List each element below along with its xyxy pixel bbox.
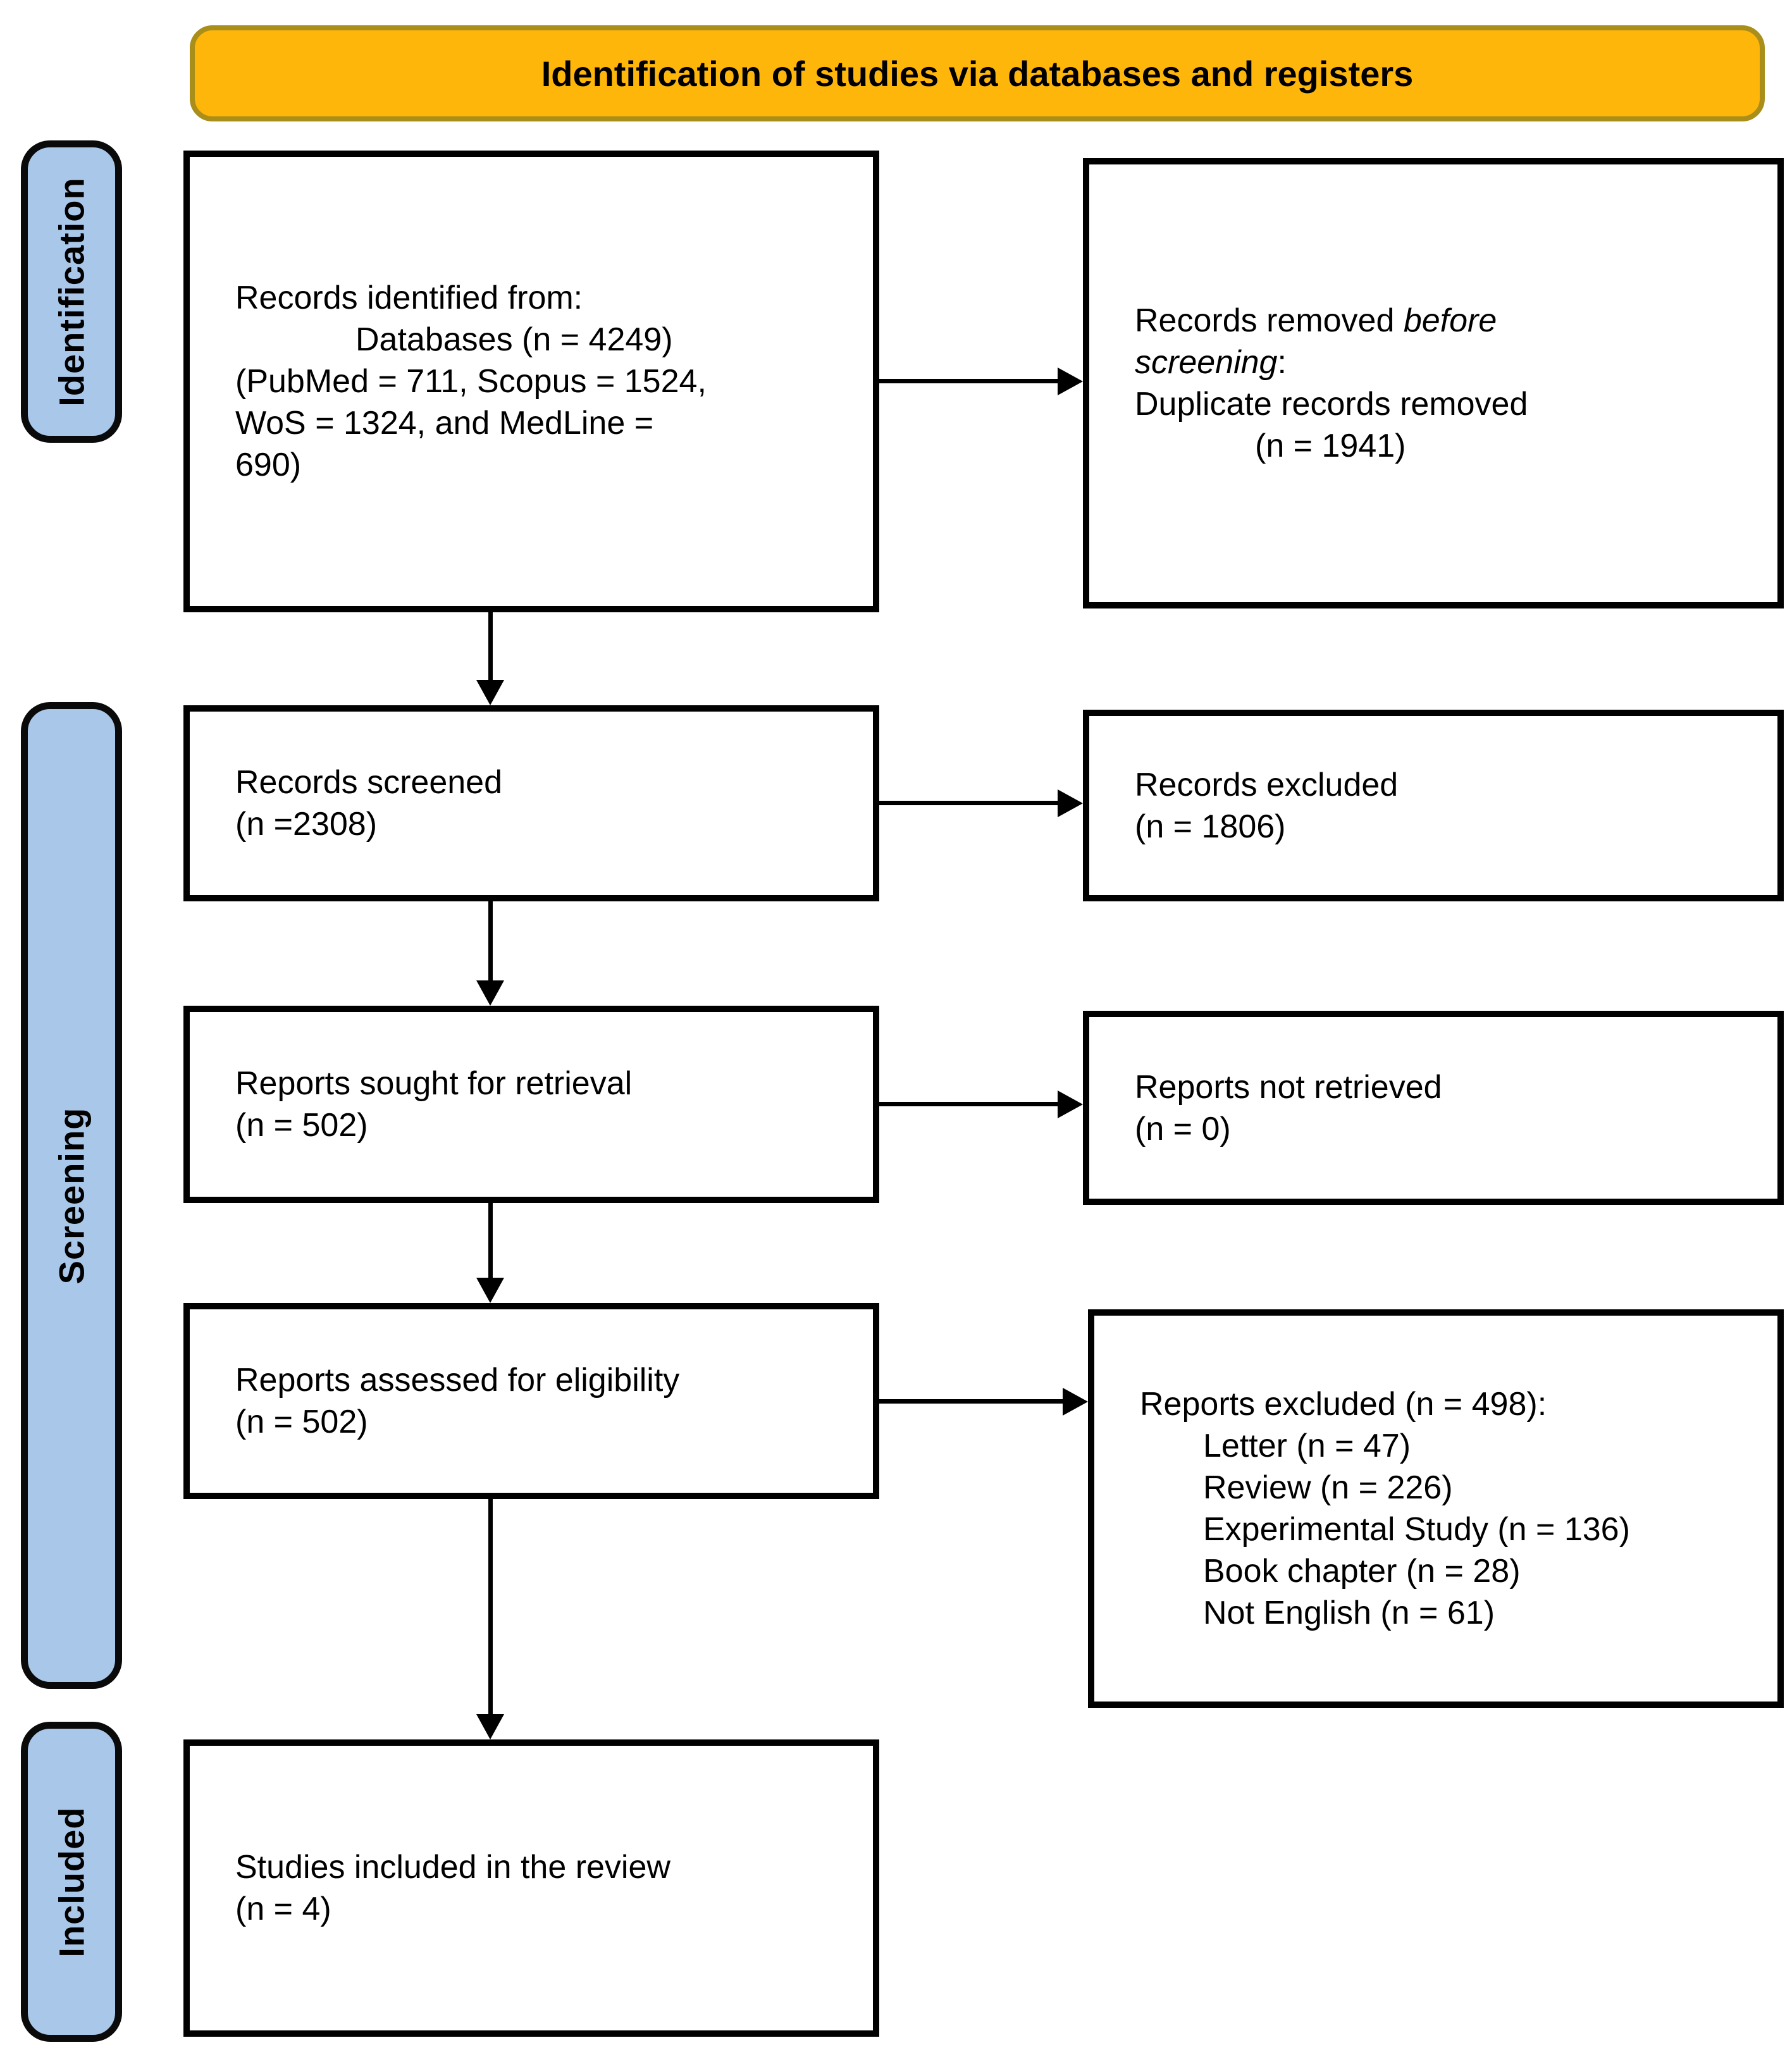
box-text-line: Experimental Study (n = 136) xyxy=(1203,1511,1630,1548)
arrow-sought-to-not-retrieved xyxy=(879,1102,1060,1106)
box-reports-assessed: Reports assessed for eligibility (n = 50… xyxy=(183,1303,879,1499)
box-text-line: (n = 0) xyxy=(1135,1110,1231,1147)
box-studies-included: Studies included in the review (n = 4) xyxy=(183,1739,879,2037)
box-text-italic: before xyxy=(1403,302,1497,339)
arrow-assessed-to-included xyxy=(488,1499,493,1715)
box-text-line: Reports excluded (n = 498): xyxy=(1140,1386,1547,1423)
arrowhead-down-icon xyxy=(476,980,504,1006)
box-text-line: (n = 4) xyxy=(235,1891,331,1927)
box-reports-sought: Reports sought for retrieval (n = 502) xyxy=(183,1006,879,1203)
arrow-identified-to-removed xyxy=(879,379,1060,383)
arrowhead-right-icon xyxy=(1058,1090,1083,1118)
box-text-line: Book chapter (n = 28) xyxy=(1203,1553,1521,1590)
box-text-line: (n = 502) xyxy=(235,1404,368,1440)
box-text-segment: : xyxy=(1277,344,1287,381)
box-records-removed: Records removed before screening: Duplic… xyxy=(1083,158,1784,608)
arrow-identified-to-screened xyxy=(488,612,493,682)
arrowhead-right-icon xyxy=(1058,789,1083,817)
box-text-line: 690) xyxy=(235,447,302,483)
box-text-line: (n = 1806) xyxy=(1135,808,1286,845)
box-text-line: Studies included in the review xyxy=(235,1849,670,1886)
stage-label-screening: Screening xyxy=(21,702,122,1689)
banner-title: Identification of studies via databases … xyxy=(190,25,1765,121)
stage-label-text: Included xyxy=(51,1806,92,1958)
box-text-line: (n =2308) xyxy=(235,806,378,843)
box-records-screened: Records screened (n =2308) xyxy=(183,705,879,901)
box-text-line: screening: xyxy=(1135,342,1755,383)
box-text-italic: screening xyxy=(1135,344,1278,381)
box-text-line: Records screened xyxy=(235,764,502,801)
arrowhead-down-icon xyxy=(476,1714,504,1739)
box-text-line: Reports not retrieved xyxy=(1135,1068,1442,1106)
box-text-line: Not English (n = 61) xyxy=(1203,1595,1495,1631)
box-reports-not-retrieved: Reports not retrieved (n = 0) xyxy=(1083,1011,1784,1205)
box-text-line: Review (n = 226) xyxy=(1203,1469,1453,1506)
box-text-segment: Records removed xyxy=(1135,302,1404,339)
box-text-line: Databases (n = 4249) xyxy=(355,321,673,358)
box-text-line: Letter (n = 47) xyxy=(1203,1428,1411,1464)
arrowhead-down-icon xyxy=(476,1278,504,1303)
arrowhead-right-icon xyxy=(1058,367,1083,395)
box-text-line: Duplicate records removed xyxy=(1135,386,1528,423)
box-text-line: Records removed before xyxy=(1135,300,1755,342)
arrow-screened-to-sought xyxy=(488,901,493,982)
box-reports-excluded: Reports excluded (n = 498): Letter (n = … xyxy=(1088,1309,1784,1708)
stage-label-identification: Identification xyxy=(21,140,122,443)
arrow-assessed-to-excluded xyxy=(879,1399,1065,1404)
stage-label-text: Screening xyxy=(51,1107,92,1284)
arrow-sought-to-assessed xyxy=(488,1203,493,1279)
arrowhead-down-icon xyxy=(476,680,504,705)
box-text-line: (PubMed = 711, Scopus = 1524, xyxy=(235,363,707,400)
stage-label-included: Included xyxy=(21,1722,122,2042)
box-text-line: WoS = 1324, and MedLine = xyxy=(235,405,654,442)
box-records-identified: Records identified from: Databases (n = … xyxy=(183,151,879,612)
box-text-line: (n = 502) xyxy=(235,1107,368,1144)
arrowhead-right-icon xyxy=(1063,1388,1088,1416)
box-text-line: Reports assessed for eligibility xyxy=(235,1362,680,1399)
box-text-line: Records identified from: xyxy=(235,280,583,316)
arrow-screened-to-excluded xyxy=(879,801,1060,805)
box-text-line: Reports sought for retrieval xyxy=(235,1065,633,1102)
box-text-line: (n = 1941) xyxy=(1255,428,1406,464)
stage-label-text: Identification xyxy=(51,176,92,407)
box-text-line: Records excluded xyxy=(1135,766,1399,803)
box-records-excluded: Records excluded (n = 1806) xyxy=(1083,710,1784,901)
